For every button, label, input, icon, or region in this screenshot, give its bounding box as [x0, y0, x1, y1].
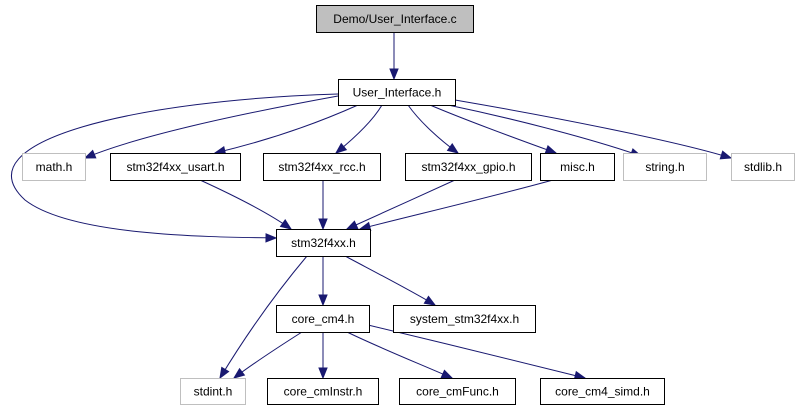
arrowhead: [440, 369, 454, 379]
node-label: core_cmInstr.h: [284, 385, 363, 399]
node-label: stm32f4xx_usart.h: [126, 160, 224, 174]
edge-line: [359, 179, 554, 230]
edge-line: [214, 104, 359, 154]
arrowhead: [345, 220, 359, 230]
nodes-layer: Demo/User_Interface.cUser_Interface.hmat…: [22, 5, 795, 405]
node-core-cm4-h[interactable]: core_cm4.h: [276, 305, 370, 333]
edge-usart_h-to-stm32f4xx_h: [199, 179, 293, 230]
edge-stm32f4xx_h-to-system_h: [344, 255, 437, 306]
node-label: stm32f4xx_gpio.h: [421, 160, 515, 174]
edge-line: [454, 99, 732, 159]
edge-user_interface_c-to-user_interface_h: [389, 32, 399, 81]
node-user-interface-c[interactable]: Demo/User_Interface.c: [316, 5, 474, 33]
edge-core_cm4_h-to-core_cmfunc_h: [346, 331, 454, 379]
arrowhead: [318, 294, 328, 307]
edge-core_cm4_h-to-stdint_h: [232, 331, 303, 379]
edge-rcc_h-to-stm32f4xx_h: [318, 180, 328, 231]
node-box: [267, 378, 379, 405]
edge-stm32f4xx_h-to-stdint_h: [219, 255, 308, 380]
node-user-interface-h[interactable]: User_Interface.h: [338, 79, 456, 106]
edge-core_cm4_h-to-core_cm4_simd_h: [367, 324, 587, 381]
node-label: misc.h: [560, 160, 595, 174]
edge-line: [233, 331, 303, 379]
arrowhead: [83, 149, 97, 159]
edge-stm32f4xx_h-to-core_cm4_h: [318, 256, 328, 307]
node-box: [180, 378, 246, 405]
arrowhead: [446, 143, 460, 154]
node-label: stm32f4xx_rcc.h: [278, 160, 365, 174]
node-box: [338, 79, 456, 106]
arrowhead: [544, 144, 558, 154]
arrowhead: [318, 218, 328, 231]
arrowhead: [279, 219, 293, 230]
node-core-cmfunc-h[interactable]: core_cmFunc.h: [399, 378, 516, 405]
node-label: string.h: [645, 160, 684, 174]
node-box: [276, 229, 371, 257]
node-label: core_cm4_simd.h: [555, 385, 650, 399]
edge-line: [11, 93, 339, 239]
node-box: [276, 305, 370, 333]
node-label: Demo/User_Interface.c: [333, 12, 456, 26]
node-box: [540, 378, 665, 405]
arrowhead: [219, 366, 230, 380]
edge-user_interface_h-to-stdlib_h: [454, 99, 733, 160]
arrowhead: [389, 68, 399, 81]
node-box: [623, 153, 707, 181]
node-core-cminstr-h[interactable]: core_cmInstr.h: [267, 378, 379, 405]
node-misc-h[interactable]: misc.h: [540, 153, 615, 181]
edge-line: [199, 179, 292, 230]
edge-user_interface_h-to-usart_h: [213, 104, 359, 156]
node-box: [22, 153, 86, 181]
edge-user_interface_h-to-stm32f4xx_h: [11, 93, 339, 243]
node-label: stm32f4xx.h: [291, 236, 356, 250]
node-label: core_cmFunc.h: [416, 385, 499, 399]
edge-line: [447, 104, 642, 157]
node-box: [316, 5, 474, 33]
arrowhead: [232, 367, 246, 379]
node-label: stdint.h: [194, 385, 233, 399]
arrowhead: [265, 233, 278, 243]
edge-line: [219, 255, 308, 379]
node-rcc-h[interactable]: stm32f4xx_rcc.h: [263, 153, 381, 181]
edge-line: [84, 95, 339, 159]
edge-line: [344, 255, 436, 306]
node-system-h[interactable]: system_stm32f4xx.h: [393, 305, 536, 333]
edge-line: [346, 331, 453, 379]
edges-layer: [11, 32, 733, 381]
node-box: [399, 378, 516, 405]
node-label: core_cm4.h: [292, 312, 355, 326]
node-label: system_stm32f4xx.h: [410, 312, 519, 326]
node-label: math.h: [36, 160, 73, 174]
node-box: [393, 305, 536, 333]
node-stm32f4xx-h[interactable]: stm32f4xx.h: [276, 229, 371, 257]
edge-misc_h-to-stm32f4xx_h: [358, 179, 554, 231]
node-box: [110, 153, 241, 181]
arrowhead: [334, 142, 348, 154]
arrowhead: [318, 367, 328, 380]
arrowhead: [423, 295, 437, 306]
node-box: [263, 153, 381, 181]
arrowhead: [719, 150, 733, 160]
edge-user_interface_h-to-math_h: [83, 95, 339, 159]
node-label: stdlib.h: [744, 160, 782, 174]
node-box: [405, 153, 532, 181]
node-usart-h[interactable]: stm32f4xx_usart.h: [110, 153, 241, 181]
node-math-h: math.h: [22, 153, 86, 181]
node-box: [731, 153, 795, 181]
edge-user_interface_h-to-gpio_h: [407, 104, 460, 154]
edge-line: [429, 104, 557, 154]
node-string-h: string.h: [623, 153, 707, 181]
node-core-cm4-simd-h[interactable]: core_cm4_simd.h: [540, 378, 665, 405]
edge-core_cm4_h-to-core_cminstr_h: [318, 332, 328, 380]
edge-gpio_h-to-stm32f4xx_h: [345, 179, 456, 230]
edge-user_interface_h-to-rcc_h: [334, 104, 383, 154]
edge-line: [346, 179, 456, 230]
node-gpio-h[interactable]: stm32f4xx_gpio.h: [405, 153, 532, 181]
node-label: User_Interface.h: [353, 86, 442, 100]
node-stdlib-h: stdlib.h: [731, 153, 795, 181]
node-stdint-h: stdint.h: [180, 378, 246, 405]
node-box: [540, 153, 615, 181]
edge-user_interface_h-to-misc_h: [429, 104, 558, 154]
